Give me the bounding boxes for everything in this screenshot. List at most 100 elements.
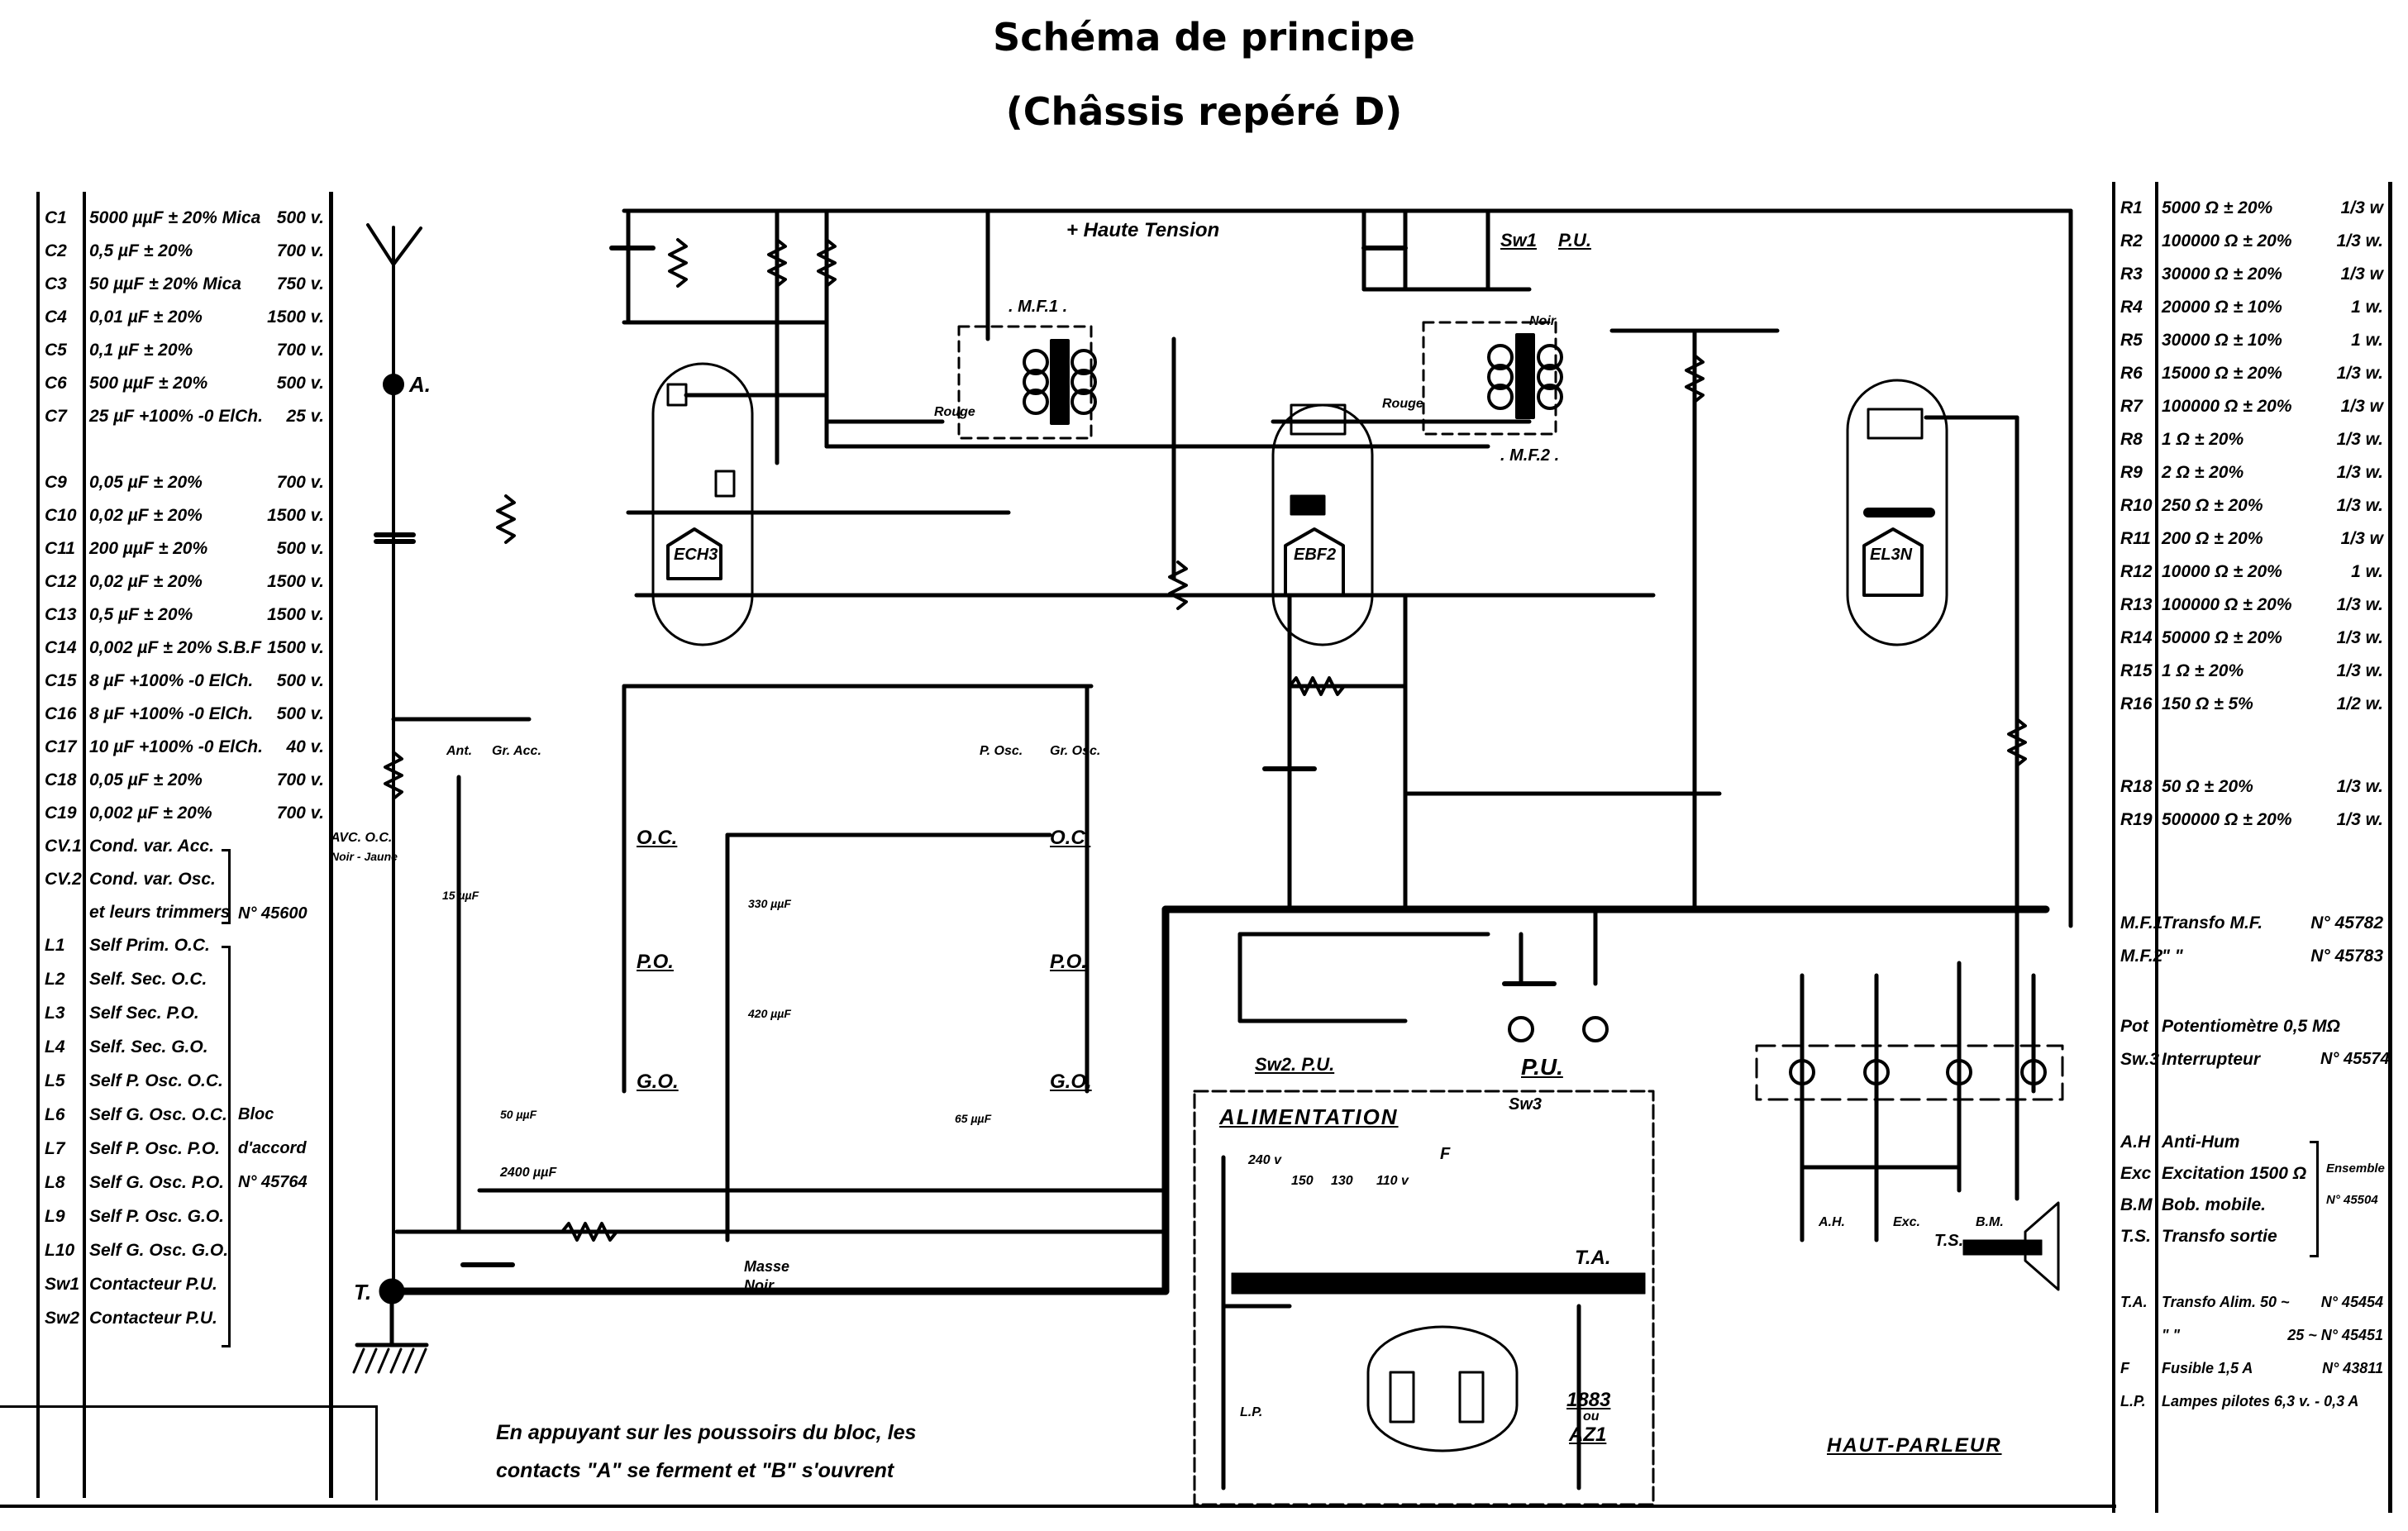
part-value: Self. Sec. G.O. [89, 1037, 208, 1056]
part-ref: C19 [45, 804, 77, 823]
part-value: 2 Ω ± 20% [2162, 463, 2244, 482]
part-number: N° 45454 [2320, 1294, 2383, 1310]
part-value: et leurs trimmers [89, 903, 231, 922]
part-voltage: 700 v. [276, 241, 324, 260]
part-value: 50000 Ω ± 20% [2162, 628, 2282, 647]
part-voltage: 700 v. [276, 341, 324, 360]
resistor-r1 [496, 494, 516, 544]
part-value: 0,05 µF ± 20% [89, 770, 203, 789]
part-wattage: 1/2 w. [2336, 694, 2383, 713]
part-ref: R10 [2120, 496, 2153, 515]
part-ref: C4 [45, 308, 67, 327]
part-voltage: 500 v. [276, 704, 324, 723]
part-ref: L.P. [2120, 1393, 2146, 1409]
label-go-band: G.O. [637, 1071, 679, 1093]
part-ref: CV.2 [45, 870, 82, 889]
label-2400pf: 2400 µµF [500, 1166, 557, 1180]
resistor-r9 [1288, 676, 1346, 696]
part-ref: C10 [45, 506, 77, 525]
part-wattage: 1/3 w [2340, 397, 2383, 416]
label-50pf: 50 µµF [500, 1108, 537, 1121]
part-value: 8 µF +100% -0 ElCh. [89, 671, 254, 690]
label-alimentation: ALIMENTATION [1219, 1104, 1399, 1129]
power-part-row: T.A.Transfo Alim. 50 ~N° 45454 [2115, 1294, 2388, 1327]
part-value: 5000 Ω ± 20% [2162, 198, 2273, 217]
label-420pf: 420 µµF [748, 1007, 791, 1020]
part-ref: Pot [2120, 1017, 2148, 1036]
pot-switch-part-number: N° 45574 [2320, 1050, 2390, 1068]
part-value: 20000 Ω ± 10% [2162, 298, 2282, 317]
part-value: 0,02 µF ± 20% [89, 506, 203, 525]
part-ref: R1 [2120, 198, 2143, 217]
label-haut-parleur: HAUT-PARLEUR [1827, 1434, 2002, 1457]
coil-group-label: N° 45764 [238, 1173, 308, 1191]
part-number: N° 45782 [2310, 913, 2383, 932]
part-wattage: 1/3 w [2340, 529, 2383, 548]
part-value: Self P. Osc. O.C. [89, 1071, 223, 1090]
part-ref: Sw.3 [2120, 1050, 2160, 1069]
part-ref: C14 [45, 638, 77, 657]
part-value: Self P. Osc. G.O. [89, 1207, 225, 1226]
part-wattage: 1/3 w [2340, 265, 2383, 284]
supply-transformer-core [1231, 1272, 1646, 1295]
resistor-r4 [767, 238, 787, 288]
part-value: 5000 µµF ± 20% Mica [89, 208, 261, 227]
part-ref: R13 [2120, 595, 2153, 614]
ground-bus [388, 905, 2050, 1295]
part-ref: R5 [2120, 331, 2143, 350]
label-ts: T.S. [1934, 1232, 1964, 1250]
part-ref: A.H [2120, 1133, 2151, 1152]
column-divider [2155, 182, 2158, 1513]
part-ref: R2 [2120, 231, 2143, 250]
circuit-wiring [391, 208, 2036, 1490]
label-earth: T. [354, 1280, 372, 1304]
part-value: 100000 Ω ± 20% [2162, 397, 2292, 416]
part-value: 50 Ω ± 20% [2162, 777, 2253, 796]
part-voltage: 500 v. [276, 671, 324, 690]
label-rectifier-or: ou [1583, 1409, 1600, 1424]
variable-cap-row: et leurs trimmers [40, 903, 329, 936]
part-ref: R4 [2120, 298, 2143, 317]
part-wattage: 1/3 w. [2336, 628, 2383, 647]
label-65pf: 65 µµF [955, 1112, 992, 1125]
resistors [384, 238, 2027, 1242]
power-part-row: " "25 ~ N° 45451 [2115, 1327, 2388, 1360]
resistor-r2 [668, 238, 688, 288]
resistor-r16 [2007, 718, 2027, 767]
bracket [222, 946, 231, 1347]
part-value: 0,01 µF ± 20% [89, 308, 203, 327]
coil-group-label: Bloc [238, 1105, 274, 1123]
part-ref: R15 [2120, 661, 2153, 680]
part-value: 10000 Ω ± 20% [2162, 562, 2282, 581]
label-fuse: F [1440, 1145, 1451, 1163]
part-voltage: 1500 v. [267, 506, 324, 525]
label-p-osc: P. Osc. [980, 744, 1023, 758]
label-oc-band-osc: O.C. [1050, 827, 1091, 849]
part-value: 150 Ω ± 5% [2162, 694, 2253, 713]
part-ref: M.F.2 [2120, 947, 2163, 966]
part-wattage: 1/3 w. [2336, 496, 2383, 515]
label-noir-jaune: Noir - Jaune [331, 850, 398, 863]
part-ref: C9 [45, 473, 67, 492]
part-value: 0,05 µF ± 20% [89, 473, 203, 492]
part-wattage: 1 w. [2351, 331, 2383, 350]
resistor-r13 [1685, 354, 1705, 403]
part-value: 250 Ω ± 20% [2162, 496, 2263, 515]
